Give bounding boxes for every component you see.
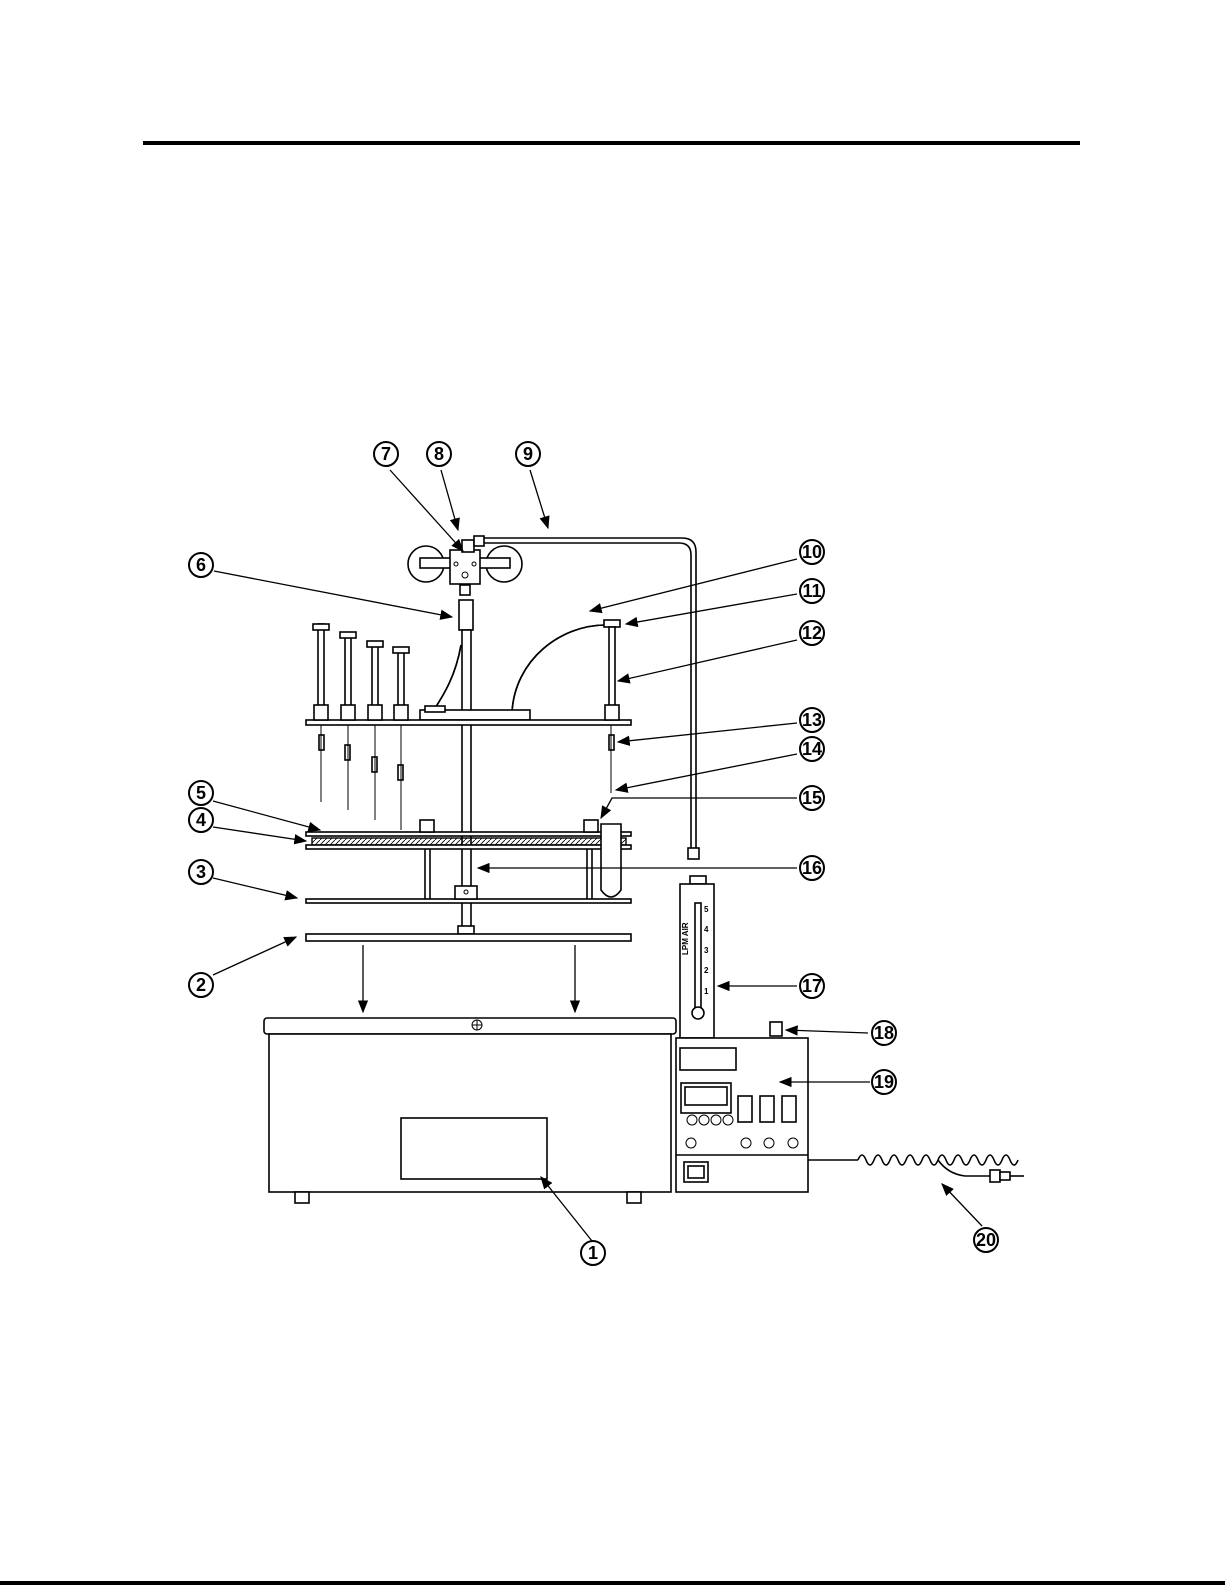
callout-1: 1	[581, 1241, 605, 1265]
callout-6: 6	[189, 553, 213, 577]
callout-8: 8	[427, 442, 451, 466]
callout-14: 14	[800, 737, 824, 761]
svg-text:3: 3	[196, 862, 206, 882]
callout-17: 17	[800, 974, 824, 998]
callout-12: 12	[800, 621, 824, 645]
callout-13: 13	[800, 708, 824, 732]
svg-text:17: 17	[802, 976, 822, 996]
gas-line-fitting	[688, 848, 699, 859]
callout-18: 18	[872, 1021, 896, 1045]
svg-text:19: 19	[874, 1072, 894, 1092]
svg-text:16: 16	[802, 858, 822, 878]
svg-text:10: 10	[802, 542, 822, 562]
callout-2: 2	[189, 973, 213, 997]
callout-10: 10	[800, 540, 824, 564]
svg-text:12: 12	[802, 623, 822, 643]
callout-9: 9	[516, 442, 540, 466]
callout-4: 4	[189, 808, 213, 832]
callout-19: 19	[872, 1070, 896, 1094]
svg-text:11: 11	[802, 581, 821, 601]
needle-valve-right	[604, 620, 620, 793]
support-rod	[459, 600, 473, 930]
svg-text:5: 5	[704, 905, 709, 914]
flowmeter: 5 4 3 2 1 LPM AIR	[680, 876, 714, 1038]
svg-text:4: 4	[704, 925, 709, 934]
callout-3: 3	[189, 860, 213, 884]
svg-text:20: 20	[976, 1230, 996, 1250]
callout-15: 15	[800, 786, 824, 810]
callout-16: 16	[800, 856, 824, 880]
svg-text:13: 13	[802, 710, 822, 730]
svg-text:1: 1	[588, 1243, 598, 1263]
svg-text:2: 2	[704, 966, 709, 975]
svg-text:9: 9	[523, 444, 533, 464]
svg-text:8: 8	[434, 444, 444, 464]
svg-text:6: 6	[196, 555, 206, 575]
callout-11: 11	[800, 579, 824, 603]
svg-text:7: 7	[381, 444, 391, 464]
svg-text:15: 15	[802, 788, 822, 808]
needle-valves-left	[313, 624, 409, 830]
svg-text:5: 5	[196, 783, 206, 803]
svg-text:1: 1	[704, 987, 709, 996]
footer-rule	[0, 1581, 1225, 1585]
svg-text:3: 3	[704, 946, 709, 955]
water-bath	[264, 1018, 676, 1203]
svg-text:LPM AIR: LPM AIR	[681, 922, 690, 955]
svg-text:4: 4	[196, 810, 206, 830]
swivel-manifold-assembly	[408, 536, 522, 595]
callout-7: 7	[374, 442, 398, 466]
callout-5: 5	[189, 781, 213, 805]
power-cord	[808, 1155, 1024, 1182]
svg-text:14: 14	[802, 739, 822, 759]
controller-box	[676, 1022, 808, 1192]
svg-text:2: 2	[196, 975, 206, 995]
svg-text:18: 18	[874, 1023, 894, 1043]
callout-20: 20	[974, 1228, 998, 1252]
